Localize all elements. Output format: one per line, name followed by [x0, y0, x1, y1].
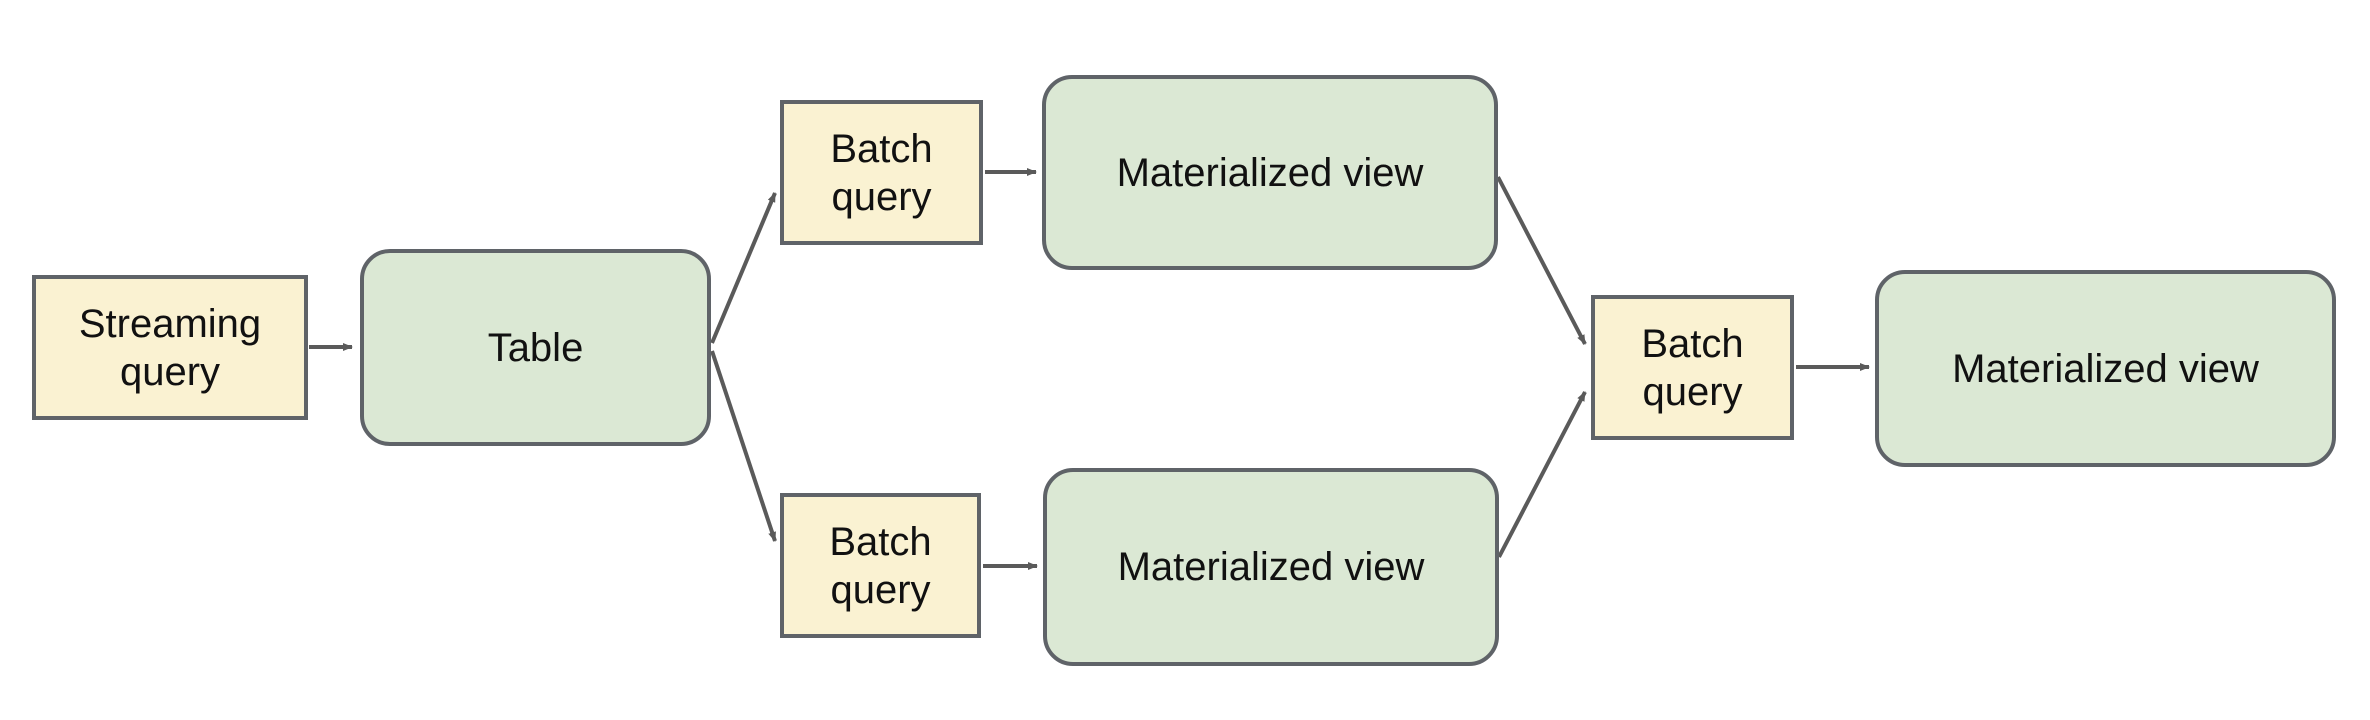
node-streaming-query-label: Streaming query — [78, 301, 262, 394]
node-batch-query-top-label: Batch query — [830, 126, 933, 219]
node-materialized-view-bottom: Materialized view — [1043, 468, 1499, 666]
node-streaming-query: Streaming query — [32, 275, 308, 420]
node-table-label: Table — [487, 325, 584, 370]
node-batch-query-bottom: Batch query — [780, 493, 981, 638]
node-batch-query-bottom-label: Batch query — [829, 519, 932, 612]
node-materialized-view-top-label: Materialized view — [1116, 150, 1424, 195]
edge-materialized-view-top-to-batch-query-center — [1496, 176, 1587, 345]
node-batch-query-top: Batch query — [780, 100, 983, 245]
node-batch-query-center: Batch query — [1591, 295, 1794, 440]
node-batch-query-center-label: Batch query — [1641, 321, 1744, 414]
node-materialized-view-right: Materialized view — [1875, 270, 2336, 467]
node-materialized-view-top: Materialized view — [1042, 75, 1498, 270]
node-table: Table — [360, 249, 711, 446]
edge-table-to-batch-query-bottom — [710, 350, 777, 542]
node-materialized-view-right-label: Materialized view — [1952, 346, 2259, 391]
node-materialized-view-bottom-label: Materialized view — [1117, 545, 1425, 589]
edge-materialized-view-bottom-to-batch-query-center — [1497, 391, 1587, 558]
edge-table-to-batch-query-top — [710, 192, 777, 344]
